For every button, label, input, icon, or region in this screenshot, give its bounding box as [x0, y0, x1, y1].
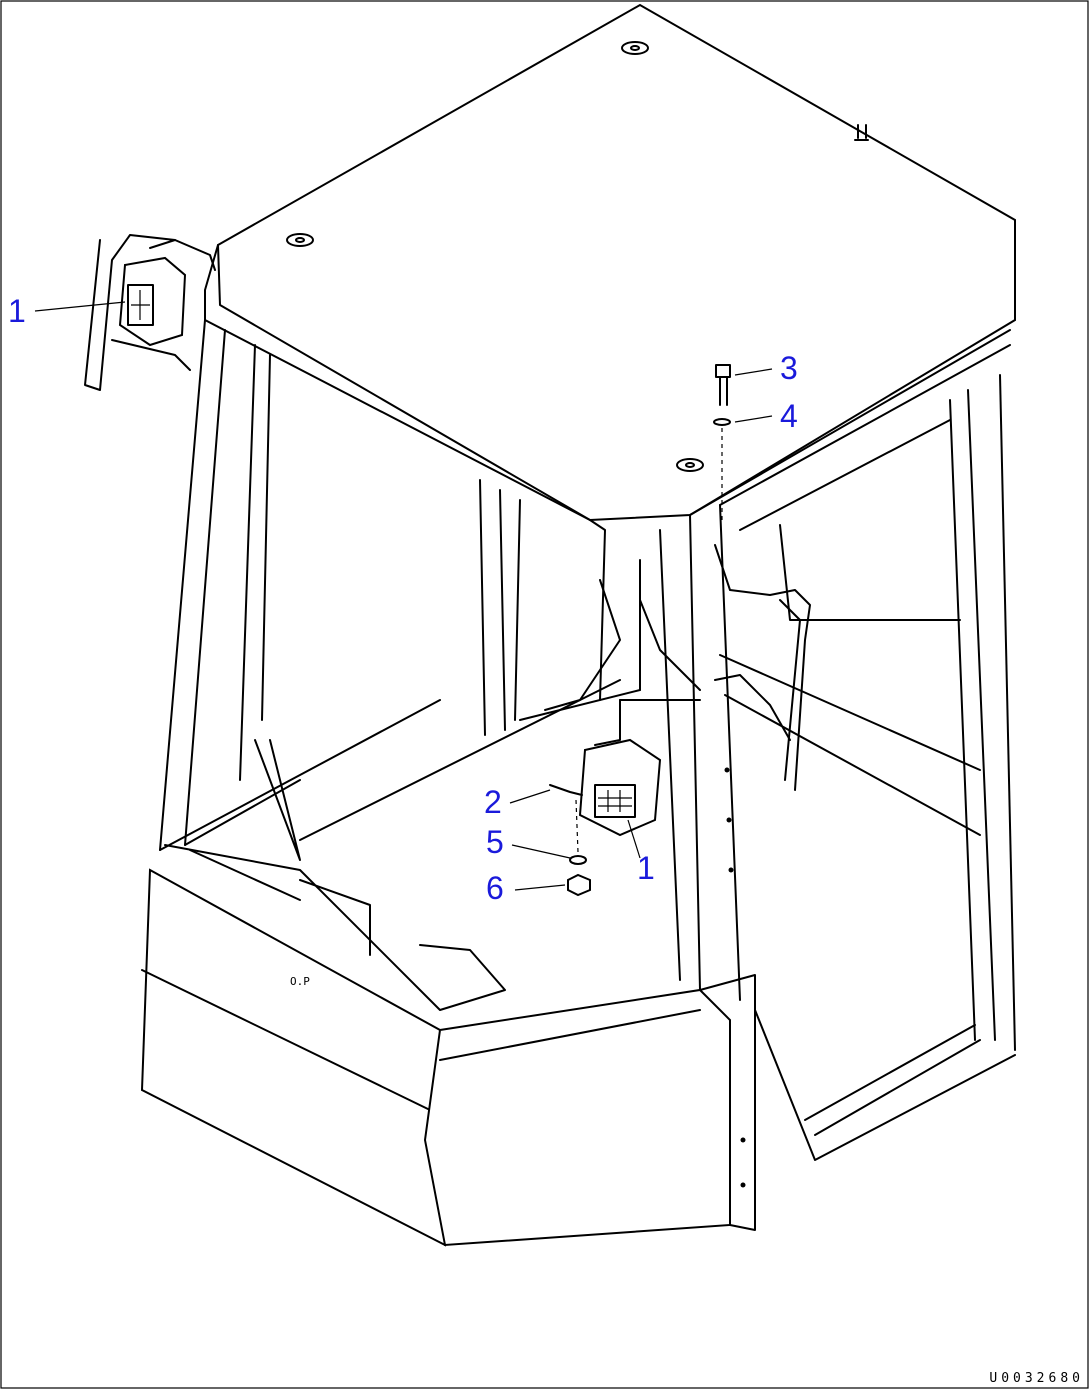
callout-bolt: 3: [780, 350, 798, 386]
nut-icon: [567, 873, 591, 897]
callout-lamp-right: 1: [637, 850, 655, 886]
cab-roof: [204, 3, 1016, 522]
leader-lines: [34, 301, 773, 891]
pin-icon: [549, 784, 583, 796]
hardware-parts: [549, 364, 731, 897]
drawing-id: U0032680: [989, 1371, 1084, 1386]
callout-lock-washer: 5: [486, 824, 504, 860]
callout-washer-upper: 4: [780, 398, 798, 434]
cab-frame: [159, 319, 1016, 1136]
callout-lamp-left: 1: [8, 293, 26, 329]
bolt-shank: [719, 376, 728, 406]
callout-pin: 2: [484, 784, 502, 820]
bolt-head-icon: [715, 364, 731, 378]
right-lamp-assembly: [578, 544, 811, 837]
left-lamp-assembly: [84, 234, 216, 391]
lock-washer-icon: [569, 855, 587, 865]
callout-nut: 6: [486, 870, 504, 906]
cab-mark: O.P: [290, 975, 310, 988]
washer-icon: [713, 418, 731, 426]
cab-lower-body: [140, 767, 1016, 1247]
